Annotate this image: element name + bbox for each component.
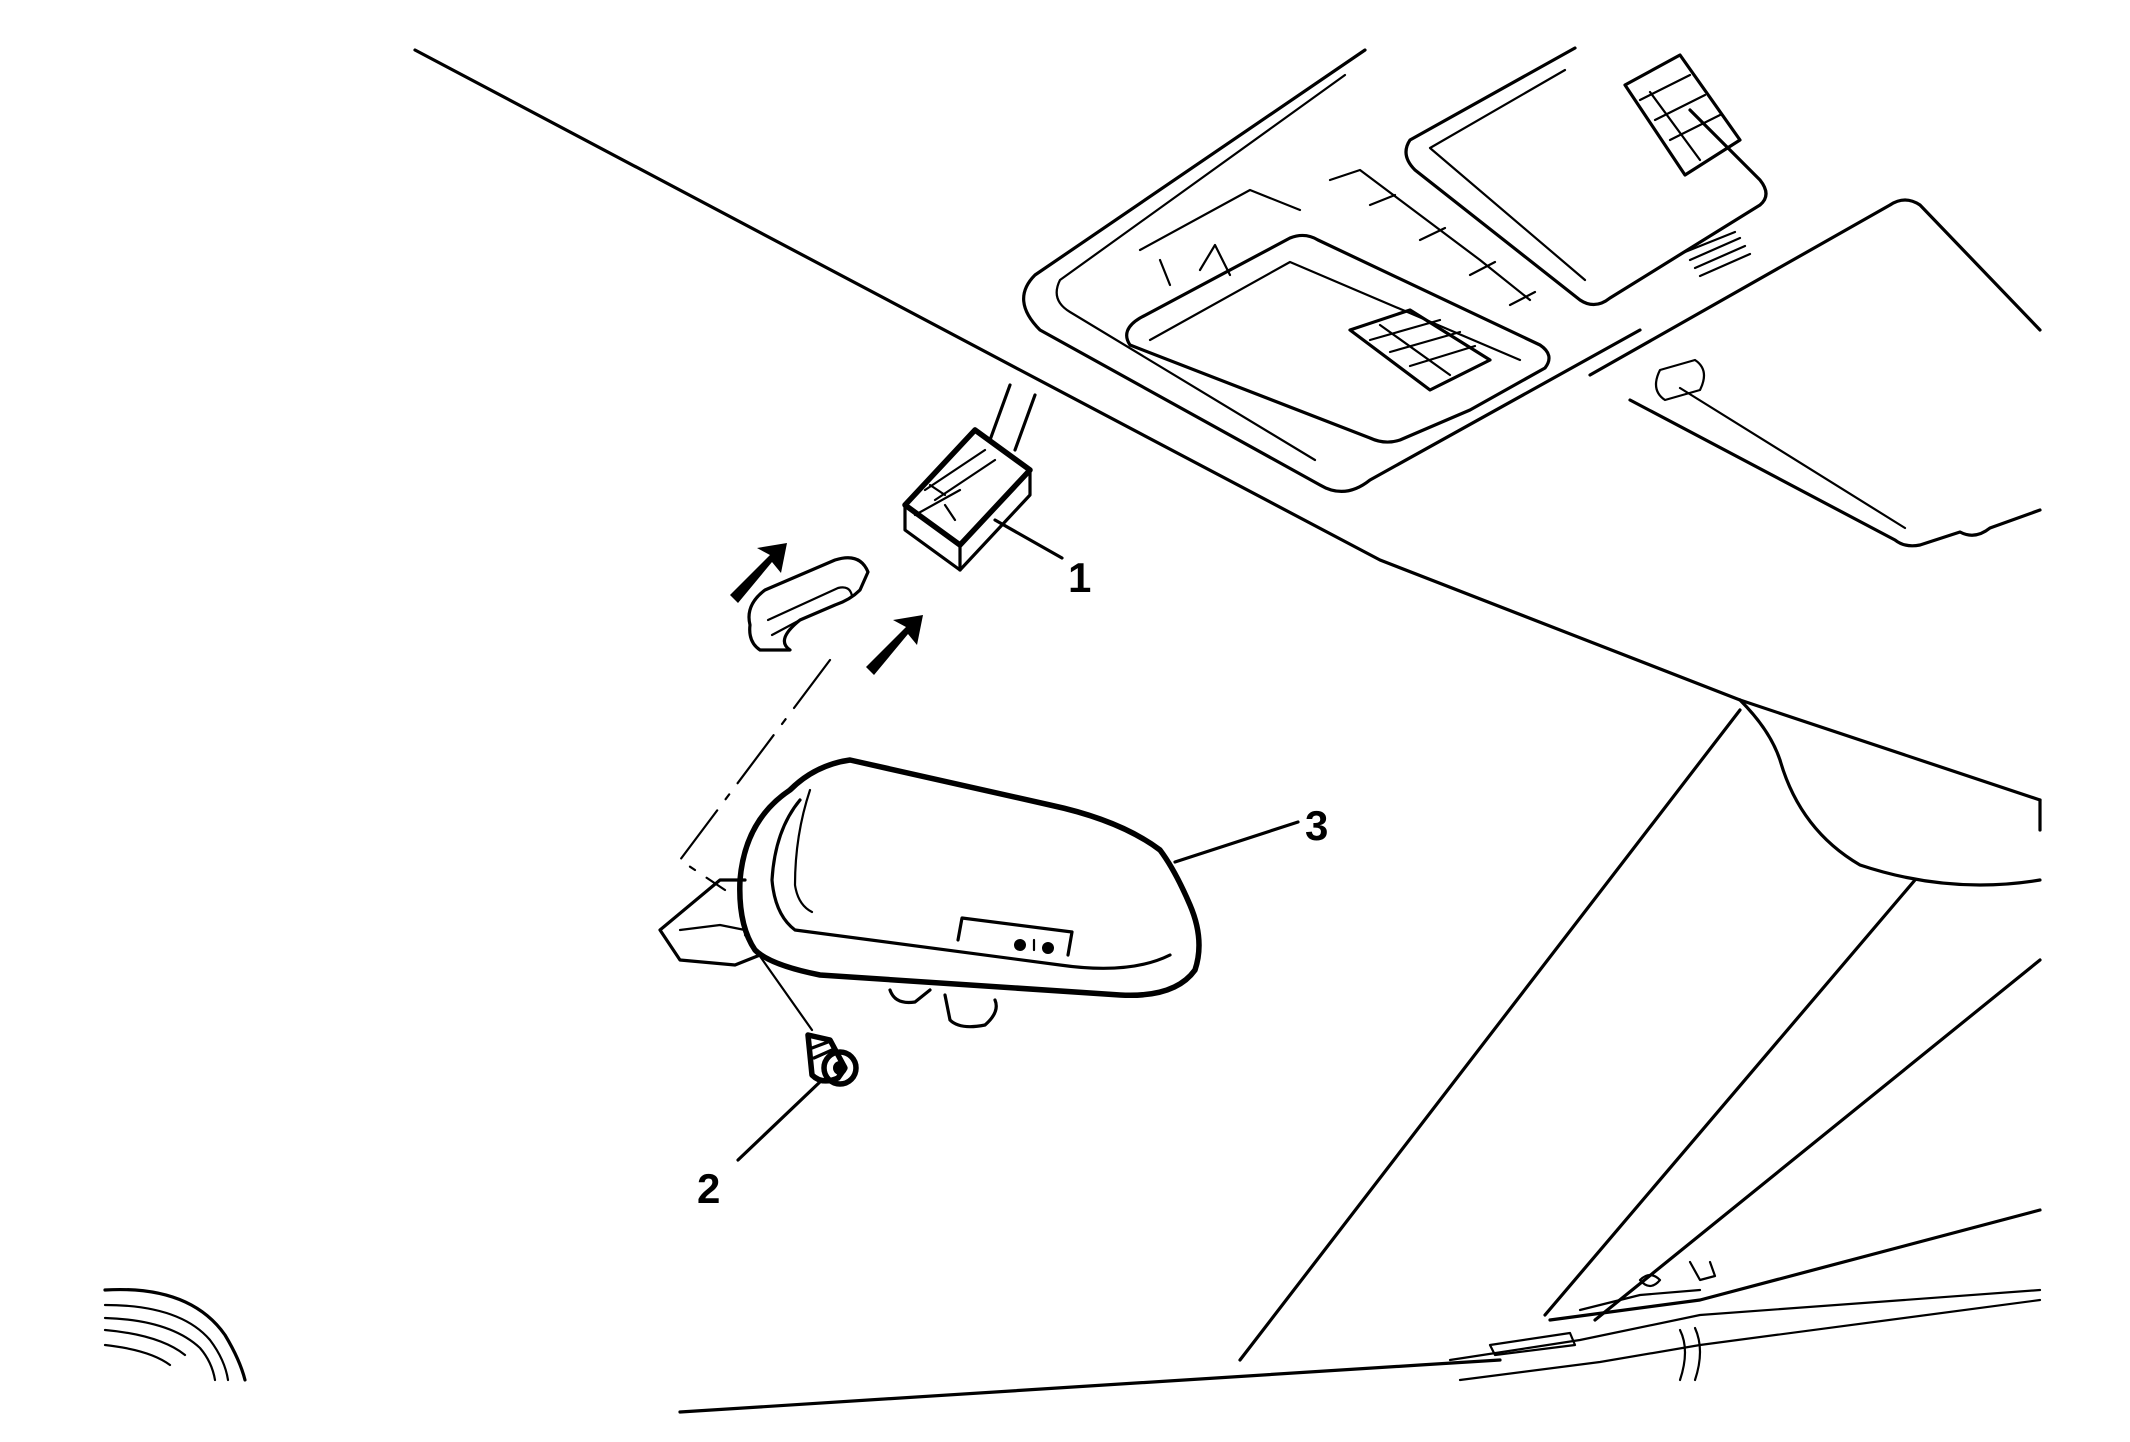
steering-wheel-fragment [103, 1287, 247, 1382]
alignment-centerline [678, 658, 832, 892]
windshield-frame [1238, 698, 2042, 1362]
screw-icon [743, 933, 859, 1087]
callout-2-label: 2 [697, 1165, 720, 1212]
electrical-connector-icon [902, 427, 1033, 572]
callout-3-label: 3 [1305, 802, 1328, 849]
headliner-edge [413, 48, 2042, 802]
mirror-mount-bracket-icon [747, 556, 870, 652]
callout-1-label: 1 [1068, 554, 1091, 601]
rearview-mirror-icon [658, 757, 1202, 1029]
instrument-panel-cowl [678, 1208, 2042, 1414]
overhead-console-icon [1022, 46, 2042, 548]
install-direction-arrow-icon [730, 543, 923, 675]
leader-lines [736, 518, 1300, 1162]
